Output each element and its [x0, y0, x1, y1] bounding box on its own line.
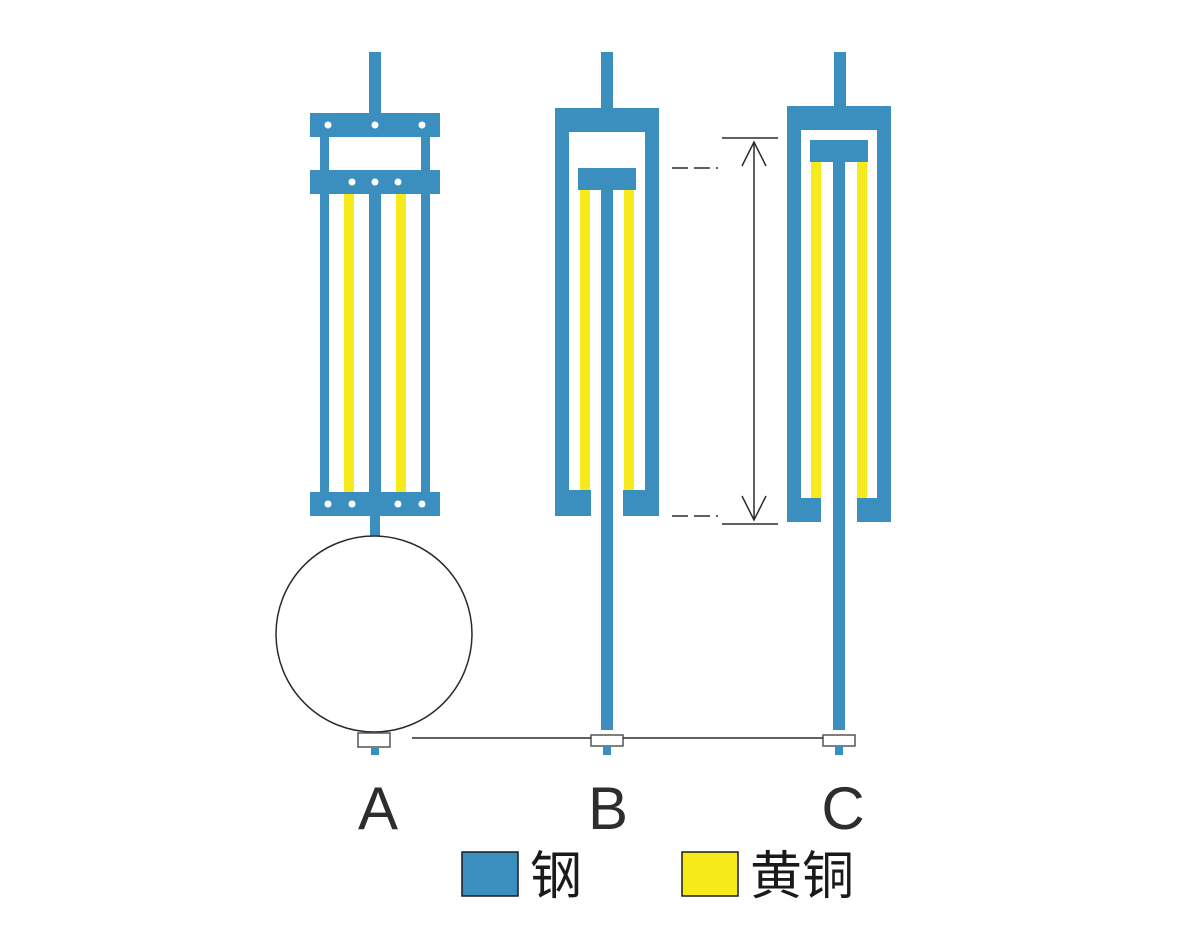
pendulum-b	[555, 52, 659, 755]
pendulum-c-inner-cap	[810, 140, 868, 162]
pendulum-b-frame-top	[555, 108, 659, 132]
pendulum-c-suspension-rod	[834, 52, 846, 108]
pendulum-a-bottom-bar	[310, 492, 440, 516]
pendulum-b-label: B	[588, 775, 628, 842]
pendulum-a-suspension-rod	[369, 52, 381, 115]
arrow-up-icon	[741, 140, 767, 167]
legend: 钢 黄铜	[461, 847, 854, 907]
legend-brass-label: 黄铜	[750, 847, 854, 907]
pendulum-a-adjust-nut	[357, 732, 391, 748]
pendulum-a	[275, 52, 473, 755]
pendulum-a-label: A	[358, 775, 398, 842]
pendulum-c-frame-top	[787, 106, 891, 130]
legend-steel-label: 钢	[530, 847, 582, 907]
legend-steel-swatch	[461, 851, 519, 897]
pendulum-b-brass-rod	[580, 190, 590, 490]
legend-brass-swatch	[681, 851, 739, 897]
pendulum-b-center-rod	[601, 190, 613, 730]
pendulum-a-brass-rod	[344, 194, 354, 494]
pendulum-a-center-rod	[369, 194, 381, 494]
pendulum-b-adjust-nut	[590, 734, 624, 747]
pendulum-a-bob	[275, 535, 473, 733]
pendulum-c-adjust-nut	[822, 734, 856, 747]
pendulum-c-center-rod	[833, 162, 845, 730]
arrow-down-icon	[741, 495, 767, 522]
dimension-marker	[672, 137, 778, 525]
pendulum-c	[787, 52, 891, 755]
pendulum-b-suspension-rod	[601, 52, 613, 110]
pendulum-b-inner-cap	[578, 168, 636, 190]
pendulum-c-label: C	[821, 775, 864, 842]
pendulum-c-brass-rod	[811, 162, 821, 498]
